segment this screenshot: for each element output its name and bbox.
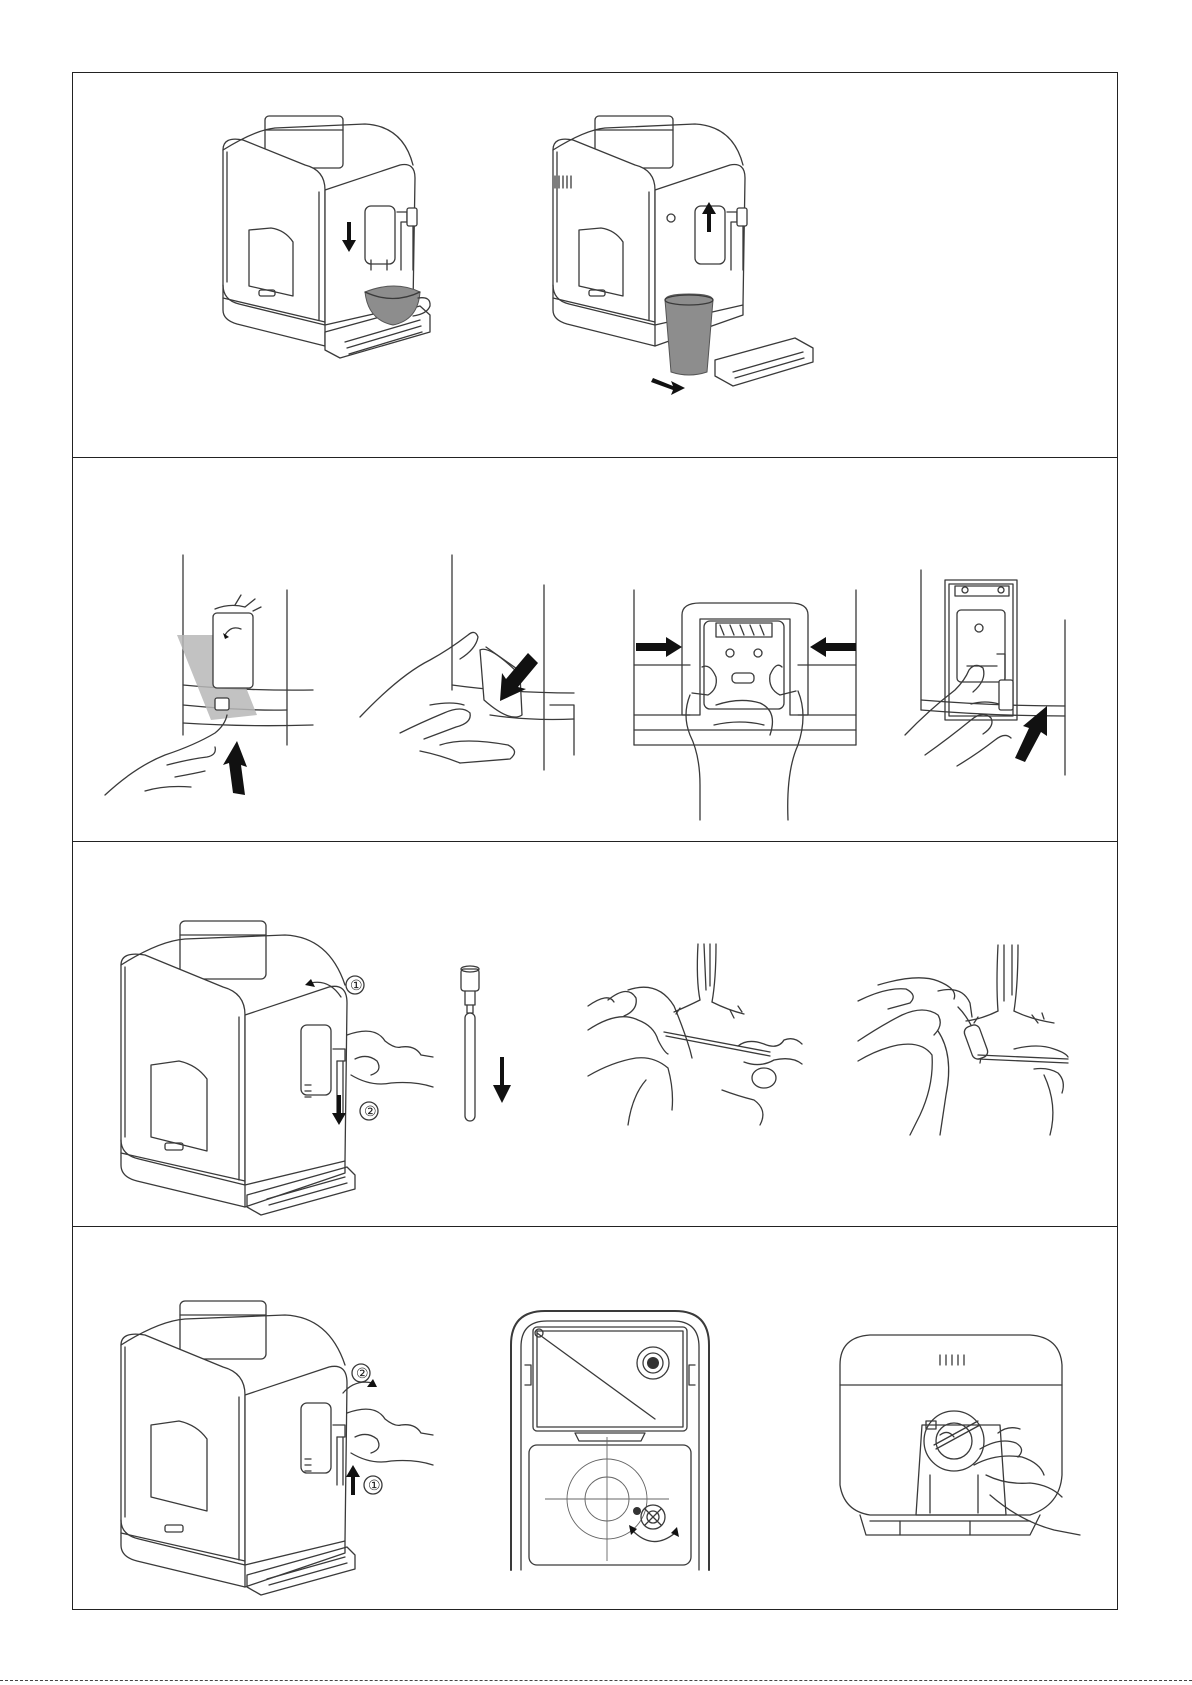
step-number-2: ② xyxy=(364,1103,377,1119)
hand-press-release-door xyxy=(105,555,320,795)
page-bottom-rule xyxy=(0,1680,1192,1681)
machine-refit-milk-tube: ② ① xyxy=(115,1295,435,1590)
brew-chamber-adjust-dial xyxy=(505,1305,715,1570)
hands-squeeze-brew-unit xyxy=(630,585,860,820)
step-number-1: ① xyxy=(350,977,363,993)
machine-glass-spout-up-tray-out xyxy=(545,110,885,430)
hands-clean-tube-needle-2 xyxy=(858,945,1068,1135)
panel-divider-1 xyxy=(72,457,1118,458)
machine-remove-milk-tube: ① ② xyxy=(115,915,435,1210)
milk-tube-pull-down xyxy=(455,965,525,1125)
step-number-2: ② xyxy=(356,1365,369,1381)
panel-divider-3 xyxy=(72,1226,1118,1227)
hand-insert-brew-unit xyxy=(905,570,1070,775)
machine-cup-spout-down xyxy=(215,110,475,370)
hand-pull-door-open xyxy=(360,555,580,775)
panel-divider-2 xyxy=(72,841,1118,842)
step-number-1: ① xyxy=(368,1477,381,1493)
hands-clean-tube-needle-1 xyxy=(588,940,803,1125)
hand-clean-grinder xyxy=(830,1325,1080,1550)
